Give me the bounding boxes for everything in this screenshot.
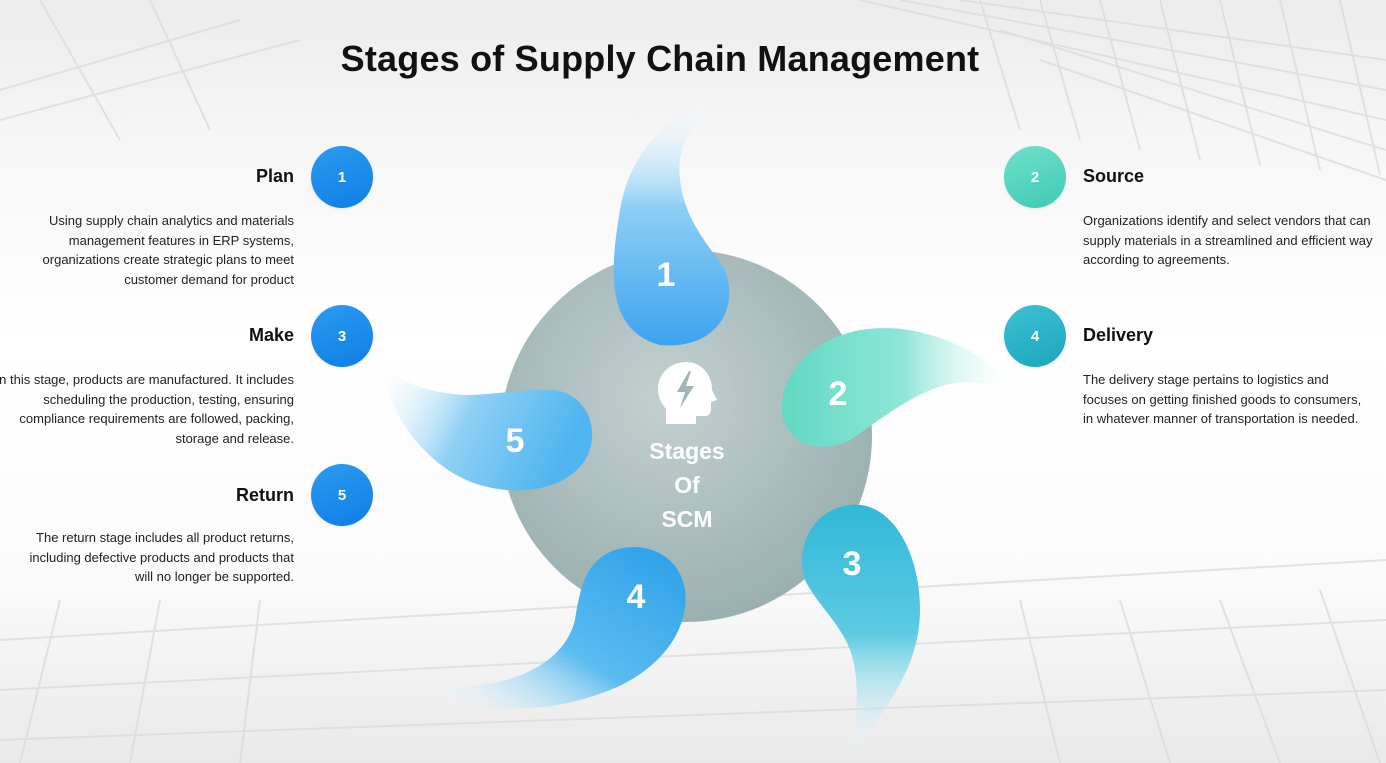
stage-source-heading: Source bbox=[1083, 166, 1145, 186]
petal-4-label: 4 bbox=[627, 578, 646, 616]
stage-return-description: The return stage includes all product re… bbox=[29, 530, 294, 584]
center-label: Stages Of SCM bbox=[628, 434, 746, 536]
stage-delivery-heading: Delivery bbox=[1083, 325, 1154, 345]
head-lightning-icon bbox=[658, 362, 717, 424]
stage-plan-heading: Plan bbox=[255, 166, 294, 186]
stage-source-description: Organizations identify and select vendor… bbox=[1083, 213, 1373, 267]
petal-5-label: 5 bbox=[506, 422, 525, 460]
stage-plan-badge: 1 bbox=[311, 146, 373, 208]
stage-make-heading: Make bbox=[248, 325, 294, 345]
page-title: Stages of Supply Chain Management bbox=[340, 38, 980, 79]
stage-return-badge: 5 bbox=[311, 464, 373, 526]
stage-return-heading: Return bbox=[236, 485, 294, 505]
center-label-line-3: SCM bbox=[661, 506, 713, 532]
petal-1 bbox=[613, 95, 730, 346]
stage-delivery-badge: 4 bbox=[1004, 305, 1066, 367]
stage-make-description: In this stage, products are manufactured… bbox=[0, 372, 294, 446]
petal-2-label: 2 bbox=[829, 375, 848, 413]
center-hub bbox=[500, 250, 872, 622]
stage-source-badge: 2 bbox=[1004, 146, 1066, 208]
stage-delivery-description: The delivery stage pertains to logistics… bbox=[1083, 372, 1362, 426]
petal-4 bbox=[430, 546, 686, 709]
petal-1-label: 1 bbox=[657, 256, 676, 294]
petal-3-label: 3 bbox=[843, 545, 862, 583]
stage-plan-description: Using supply chain analytics and materia… bbox=[42, 213, 294, 287]
petal-2 bbox=[781, 328, 1025, 447]
center-label-line-1: Stages bbox=[649, 438, 725, 464]
petal-5 bbox=[378, 360, 593, 491]
center-label-line-2: Of bbox=[674, 472, 700, 498]
stage-make-badge: 3 bbox=[311, 305, 373, 367]
petal-3 bbox=[802, 504, 920, 763]
